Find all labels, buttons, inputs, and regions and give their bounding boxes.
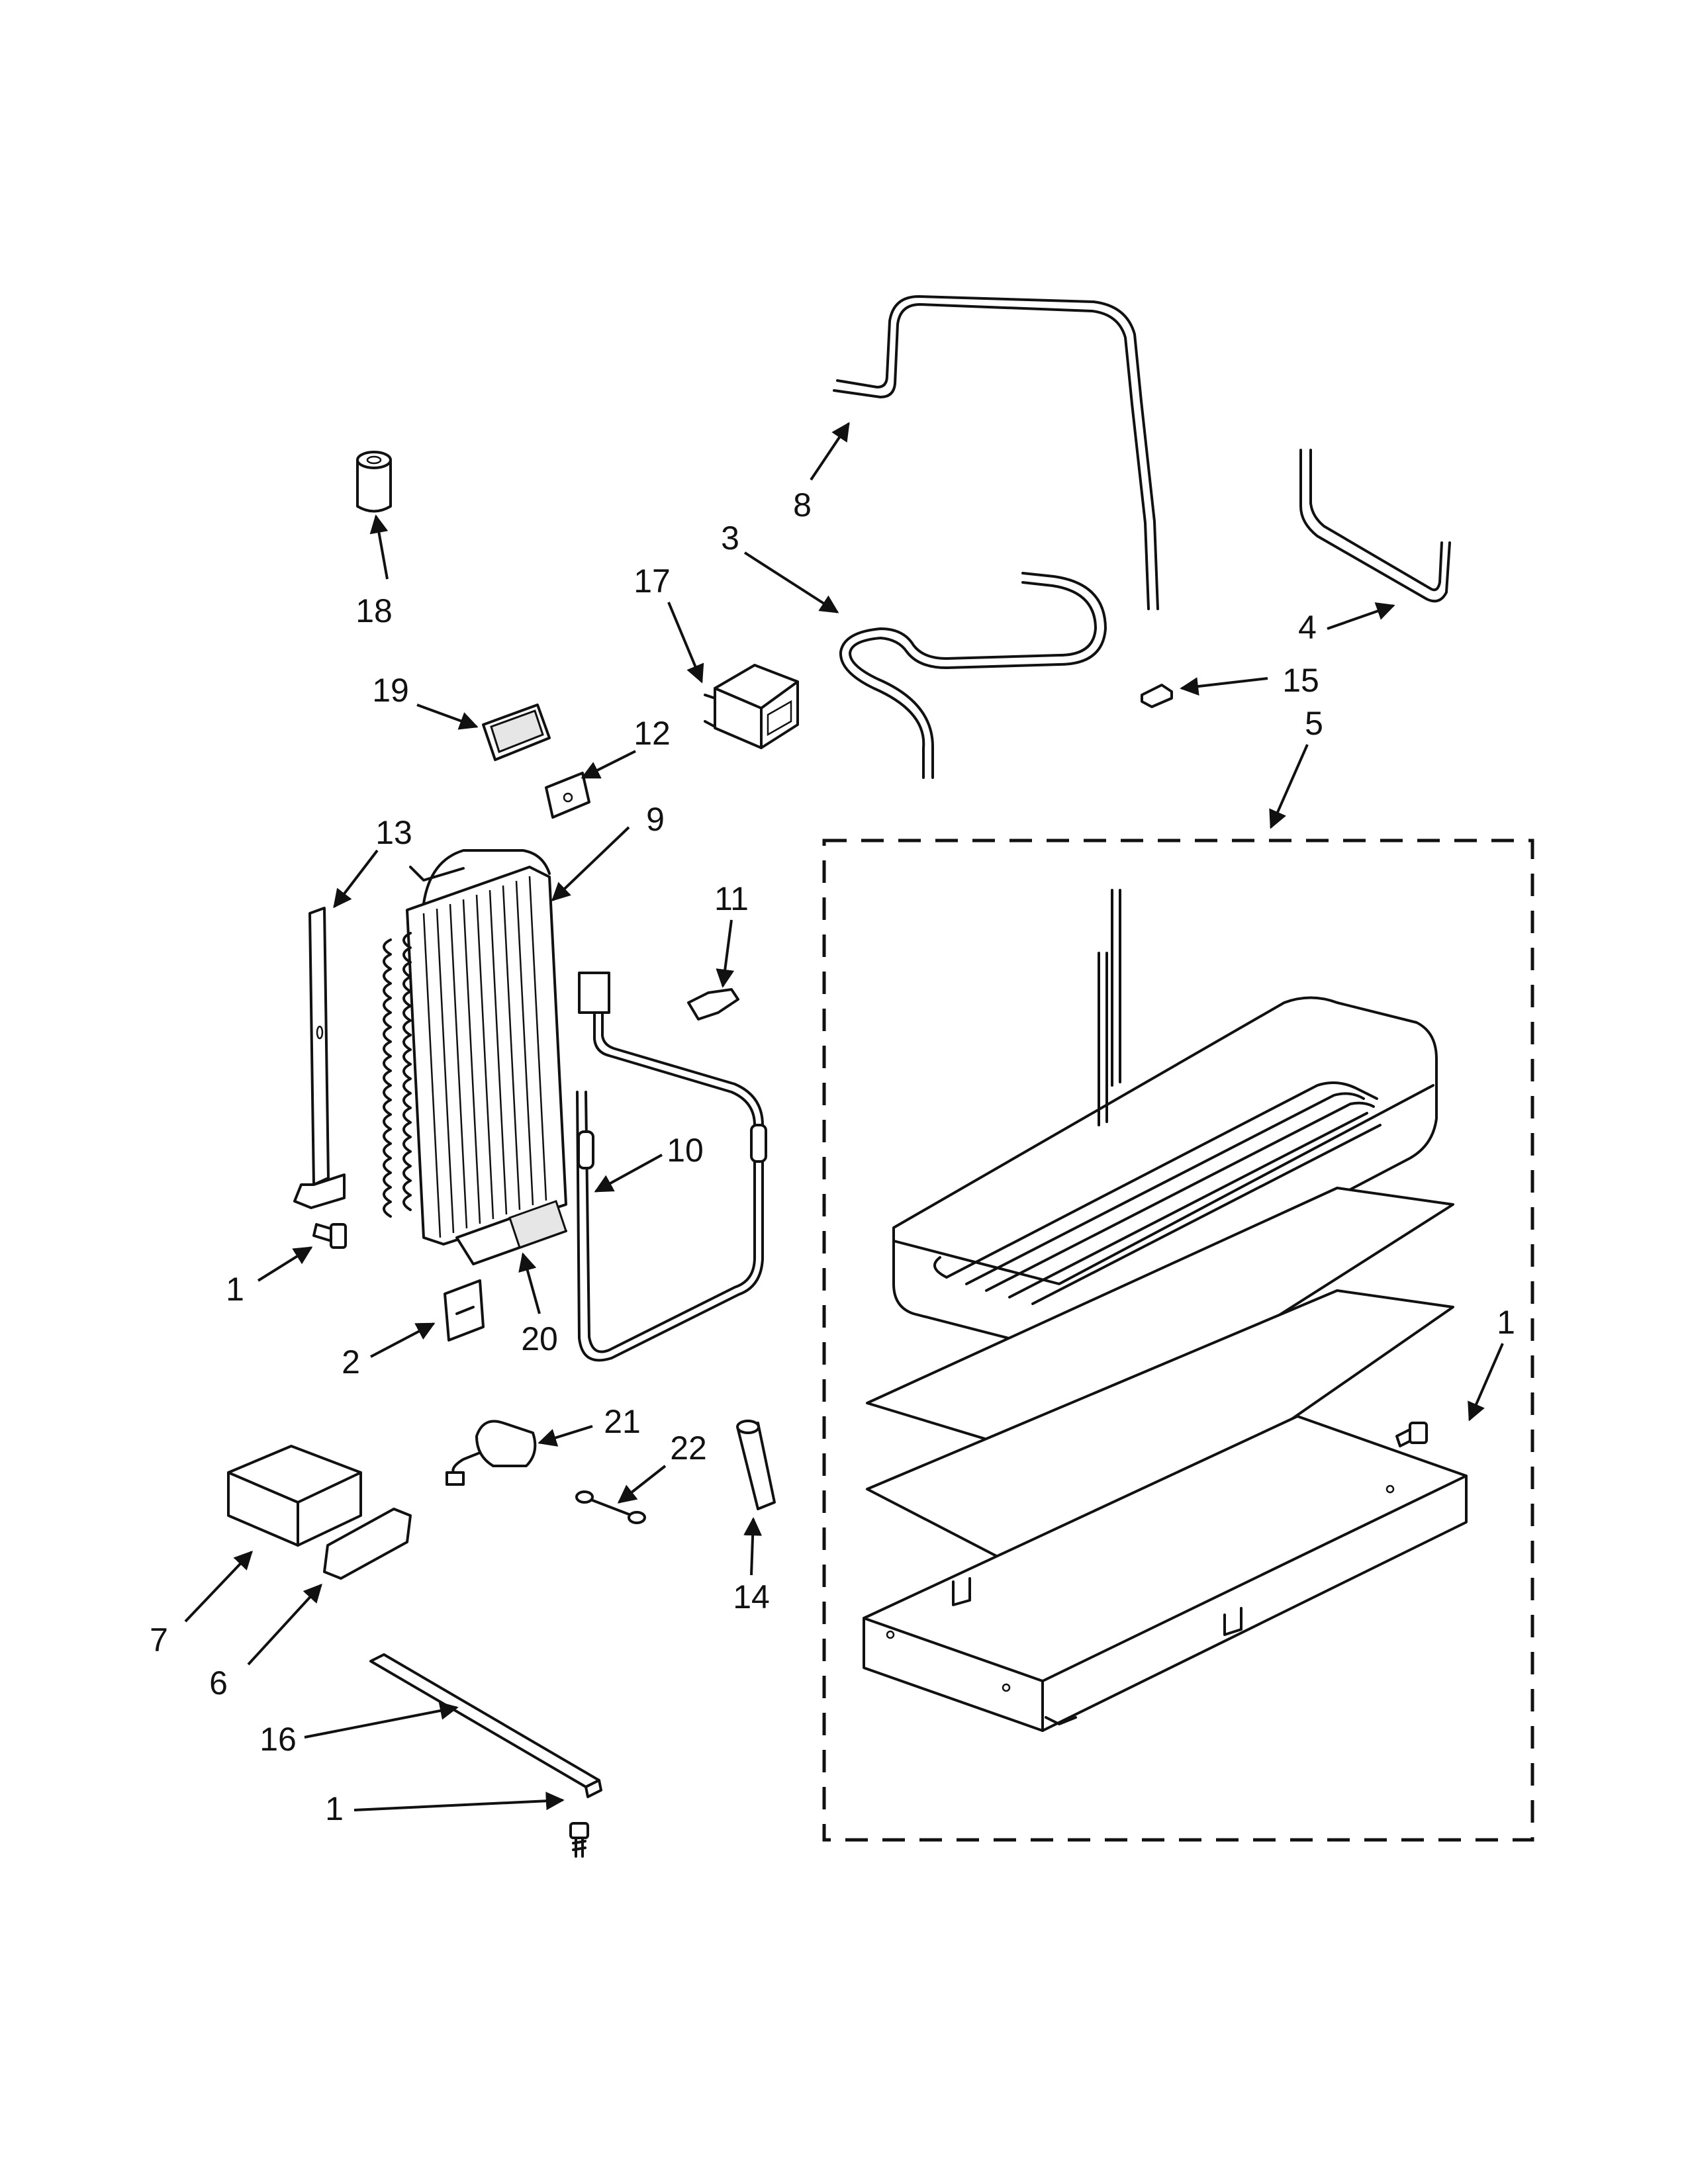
part-10-harness (576, 972, 767, 1362)
callout-19: 19 (372, 672, 409, 709)
part-18-cap (356, 451, 392, 513)
assembly-boundary (822, 839, 1534, 1842)
callout-15: 15 (1282, 662, 1319, 699)
callout-5: 5 (1305, 705, 1323, 742)
tray-housing (863, 1415, 1468, 1732)
drain-pan (892, 996, 1438, 1347)
part-11-clip (687, 988, 739, 1021)
part-20-foil (455, 1200, 567, 1265)
callout-labels: 18 19 17 12 8 3 4 15 5 13 9 11 10 1 20 2… (150, 486, 1515, 1827)
callout-11: 11 (714, 880, 749, 917)
callout-14: 14 (733, 1578, 770, 1615)
part-14-sleeve (736, 1420, 776, 1510)
callout-3: 3 (721, 520, 739, 557)
part-1-screw-c (569, 1822, 589, 1858)
callout-22: 22 (670, 1430, 707, 1467)
part-7-box (227, 1445, 362, 1547)
callout-6: 6 (209, 1664, 228, 1702)
part-21-sensor (445, 1420, 537, 1486)
insulation-sheet-lower (866, 1289, 1454, 1586)
part-16-bar (369, 1653, 602, 1798)
part-8-tube (833, 295, 1159, 610)
part-9-evaporator (383, 849, 567, 1246)
callout-8: 8 (793, 486, 812, 523)
callout-12: 12 (633, 715, 671, 752)
callout-1-b: 1 (1497, 1304, 1515, 1341)
callout-4: 4 (1298, 609, 1317, 646)
callout-20: 20 (521, 1320, 558, 1357)
callout-16: 16 (259, 1721, 297, 1758)
leader-lines (184, 422, 1504, 1811)
part-19-pad (482, 704, 551, 761)
part-6-plate (323, 1508, 412, 1580)
callout-10: 10 (667, 1132, 704, 1169)
part-13-strip (293, 907, 346, 1209)
part-3-tube (839, 572, 1107, 779)
callout-7: 7 (150, 1621, 168, 1659)
part-5-assembly (822, 839, 1534, 1842)
part-17-bracket (704, 664, 799, 749)
callout-18: 18 (355, 592, 393, 629)
callout-21: 21 (604, 1403, 641, 1440)
part-4-tube (1299, 449, 1451, 603)
callout-13: 13 (375, 814, 412, 851)
callout-9: 9 (646, 801, 665, 838)
part-22-link (575, 1490, 646, 1524)
part-1-screw-a (312, 1223, 347, 1249)
callout-1-a: 1 (226, 1271, 244, 1308)
part-1-screw-b (1395, 1422, 1428, 1447)
callout-1-c: 1 (325, 1790, 344, 1827)
part-2-bracket (444, 1279, 485, 1342)
part-15-clip (1141, 684, 1173, 708)
callout-2: 2 (342, 1343, 360, 1381)
part-12-plate (545, 772, 590, 819)
callout-17: 17 (633, 563, 671, 600)
